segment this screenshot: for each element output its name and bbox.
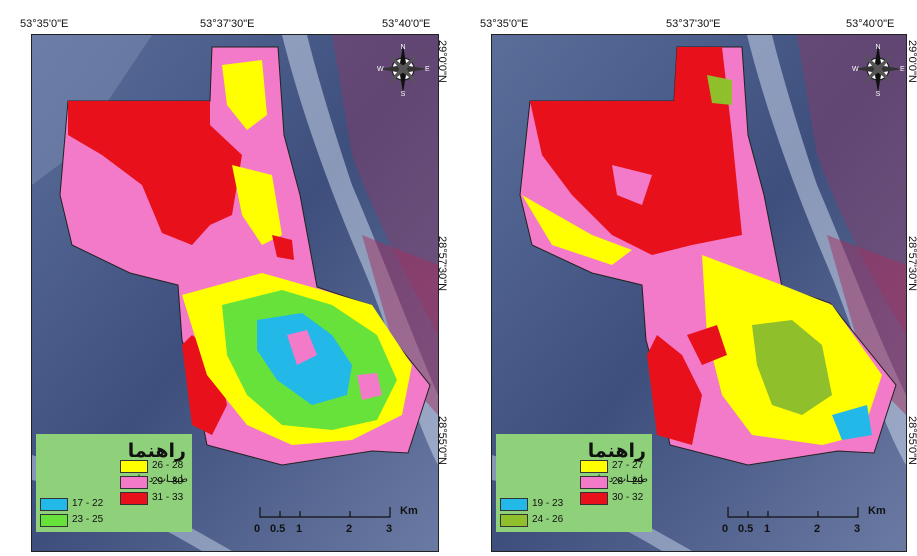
north-arrow-icon: N S W E	[377, 44, 430, 97]
side-coord-2: 28°57'30"N	[906, 236, 917, 292]
scale-tick-0: 0	[722, 523, 729, 535]
compass-w: W	[377, 66, 384, 73]
side-coord-3: 28°55'0"N	[906, 416, 917, 465]
compass-n: N	[875, 44, 880, 51]
legend-subtitle: طبقـات دمـایی	[586, 474, 648, 485]
scale-unit: Km	[400, 505, 418, 517]
scale-tick-3: 3	[386, 523, 393, 535]
legend-label-2: 23 - 25	[72, 514, 104, 525]
scale-tick-3: 3	[854, 523, 861, 535]
north-arrow-icon: N S W E	[852, 44, 905, 97]
legend-swatch-2	[40, 514, 68, 527]
top-coord-1: 53°35'0"E	[20, 18, 69, 30]
legend-swatch-2	[500, 514, 528, 527]
top-coord-3: 53°40'0"E	[846, 18, 895, 30]
legend-title: راهنما	[127, 440, 186, 462]
compass-e: E	[425, 66, 430, 73]
scale-tick-1: 1	[296, 523, 303, 535]
legend-label-5: 31 - 33	[152, 492, 184, 503]
map-frame: N S W E راهنما طبقـات دمـایی 27 - 27 28 …	[491, 34, 907, 552]
legend-label-2: 24 - 26	[532, 514, 564, 525]
legend-swatch-5	[580, 492, 608, 505]
legend-label-4: 29 - 30	[152, 476, 184, 487]
map-panel-left: 53°35'0"E 53°37'30"E 53°40'0"E	[0, 0, 448, 556]
side-coord-1: 29°0'0"N	[436, 40, 448, 83]
legend-title: راهنما	[587, 440, 646, 462]
legend-swatch-4	[580, 476, 608, 489]
legend-label-1: 17 - 22	[72, 498, 104, 509]
top-coord-2: 53°37'30"E	[200, 18, 255, 30]
compass-e: E	[900, 66, 905, 73]
legend-swatch-5	[120, 492, 148, 505]
scale-unit: Km	[868, 505, 886, 517]
satellite-basemap	[492, 35, 906, 551]
scale-bar: 0 0.5 1 2 3 Km	[718, 503, 898, 543]
top-coord-2: 53°37'30"E	[666, 18, 721, 30]
scale-tick-0: 0	[254, 523, 261, 535]
temperature-zones	[519, 46, 897, 466]
legend-label-4: 28 - 29	[612, 476, 644, 487]
scale-tick-1: 1	[764, 523, 771, 535]
scale-tick-2: 2	[346, 523, 353, 535]
compass-w: W	[852, 66, 859, 73]
compass-n: N	[400, 44, 405, 51]
temperature-zones	[59, 46, 431, 466]
compass-s: S	[401, 91, 406, 97]
map-panel-right: 53°35'0"E 53°37'30"E 53°40'0"E	[470, 0, 917, 556]
scale-bar: 0 0.5 1 2 3 Km	[250, 503, 430, 543]
map-frame: N S W E راهنما طبقـات دمـایی 26 - 28 29 …	[31, 34, 439, 552]
legend-label-3: 27 - 27	[612, 460, 644, 471]
side-coord-1: 29°0'0"N	[906, 40, 917, 83]
legend-swatch-1	[500, 498, 528, 511]
legend-label-3: 26 - 28	[152, 460, 184, 471]
side-coord-3: 28°55'0"N	[436, 416, 448, 465]
compass-s: S	[876, 91, 881, 97]
satellite-basemap	[32, 35, 438, 551]
top-coord-1: 53°35'0"E	[480, 18, 529, 30]
map-legend: راهنما طبقـات دمـایی 27 - 27 28 - 29 30 …	[496, 434, 652, 532]
legend-swatch-4	[120, 476, 148, 489]
scale-bar-graphic	[727, 507, 859, 518]
scale-tick-2: 2	[814, 523, 821, 535]
scale-bar-graphic	[259, 507, 391, 518]
legend-label-1: 19 - 23	[532, 498, 564, 509]
top-coord-3: 53°40'0"E	[382, 18, 431, 30]
legend-swatch-3	[120, 460, 148, 473]
legend-swatch-1	[40, 498, 68, 511]
legend-subtitle: طبقـات دمـایی	[126, 474, 188, 485]
legend-swatch-3	[580, 460, 608, 473]
scale-tick-05: 0.5	[738, 523, 754, 535]
legend-label-5: 30 - 32	[612, 492, 644, 503]
map-legend: راهنما طبقـات دمـایی 26 - 28 29 - 30 31 …	[36, 434, 192, 532]
scale-tick-05: 0.5	[270, 523, 286, 535]
side-coord-2: 28°57'30"N	[436, 236, 448, 292]
